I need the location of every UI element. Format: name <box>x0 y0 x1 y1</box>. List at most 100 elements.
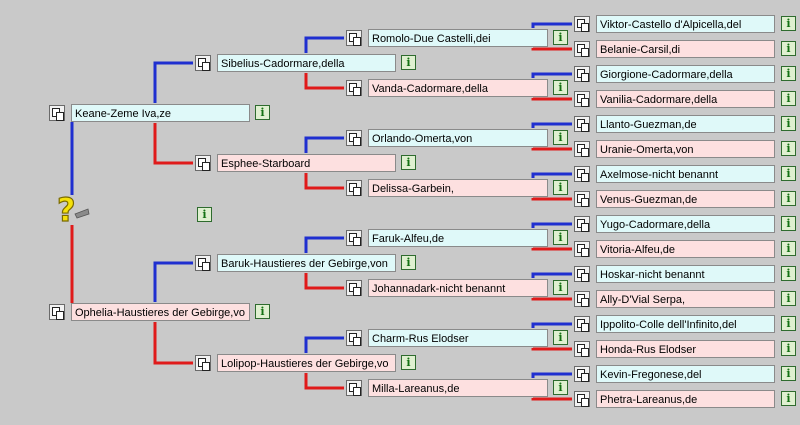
info-icon[interactable]: i <box>781 341 796 356</box>
info-icon[interactable]: i <box>401 155 416 170</box>
pedigree-icon[interactable] <box>574 141 590 157</box>
info-icon[interactable]: i <box>553 30 568 45</box>
ancestor-name-vanilia-cadormare-della[interactable]: Vanilia-Cadormare,della <box>596 90 775 108</box>
info-icon[interactable]: i <box>255 105 270 120</box>
ancestor-name-hoskar-nicht-benannt[interactable]: Hoskar-nicht benannt <box>596 265 775 283</box>
pedigree-icon[interactable] <box>346 280 362 296</box>
ancestor-node-g2-3: Baruk-Haustieres der Gebirge,von i <box>195 254 417 272</box>
ancestor-name-orlando-omerta-von[interactable]: Orlando-Omerta,von <box>368 129 548 147</box>
info-icon[interactable]: i <box>401 255 416 270</box>
ancestor-name-yugo-cadormare-della[interactable]: Yugo-Cadormare,della <box>596 215 775 233</box>
info-icon[interactable]: i <box>401 355 416 370</box>
ancestor-name-llanto-guezman-de[interactable]: Llanto-Guezman,de <box>596 115 775 133</box>
info-icon[interactable]: i <box>781 391 796 406</box>
ancestor-name-vitoria-alfeu-de[interactable]: Vitoria-Alfeu,de <box>596 240 775 258</box>
info-icon[interactable]: i <box>781 91 796 106</box>
info-icon[interactable]: i <box>781 66 796 81</box>
info-icon[interactable]: i <box>553 180 568 195</box>
ancestor-node-g4-6: Uranie-Omerta,von i <box>574 140 797 158</box>
info-icon[interactable]: i <box>781 316 796 331</box>
pedigree-icon[interactable] <box>574 16 590 32</box>
ancestor-name-axelmose-nicht-benannt[interactable]: Axelmose-nicht benannt <box>596 165 775 183</box>
pedigree-icon[interactable] <box>574 291 590 307</box>
pedigree-icon[interactable] <box>574 116 590 132</box>
ancestor-name-sibelius-cadormare-della[interactable]: Sibelius-Cadormare,della <box>217 54 396 72</box>
pedigree-icon[interactable] <box>574 241 590 257</box>
ancestor-name-vanda-cadormare-della[interactable]: Vanda-Cadormare,della <box>368 79 548 97</box>
info-icon[interactable]: i <box>781 291 796 306</box>
ancestor-name-kevin-fregonese-del[interactable]: Kevin-Fregonese,del <box>596 365 775 383</box>
ancestor-name-ally-d-vial-serpa[interactable]: Ally-D'Vial Serpa, <box>596 290 775 308</box>
pedigree-icon[interactable] <box>574 41 590 57</box>
pedigree-icon[interactable] <box>346 330 362 346</box>
pedigree-icon[interactable] <box>574 366 590 382</box>
sire-connector <box>153 61 193 103</box>
sire-connector <box>531 172 572 178</box>
ancestor-node-g4-5: Llanto-Guezman,de i <box>574 115 797 133</box>
info-icon[interactable]: i <box>255 304 270 319</box>
pedigree-icon[interactable] <box>346 180 362 196</box>
ancestor-name-ippolito-colle-dell-infinito-del[interactable]: Ippolito-Colle dell'Infinito,del <box>596 315 775 333</box>
ancestor-name-viktor-castello-d-alpicella-del[interactable]: Viktor-Castello d'Alpicella,del <box>596 15 775 33</box>
pedigree-icon[interactable] <box>195 355 211 371</box>
pedigree-icon[interactable] <box>574 391 590 407</box>
info-icon[interactable]: i <box>781 41 796 56</box>
pedigree-icon[interactable] <box>574 191 590 207</box>
ancestor-name-phetra-lareanus-de[interactable]: Phetra-Lareanus,de <box>596 390 775 408</box>
pedigree-icon[interactable] <box>346 380 362 396</box>
pedigree-icon[interactable] <box>574 341 590 357</box>
sire-connector <box>531 222 572 228</box>
pedigree-icon[interactable] <box>574 216 590 232</box>
info-icon[interactable]: i <box>781 166 796 181</box>
info-icon[interactable]: i <box>197 207 212 222</box>
pedigree-icon[interactable] <box>574 91 590 107</box>
pedigree-icon[interactable] <box>346 80 362 96</box>
pedigree-icon[interactable] <box>49 304 65 320</box>
info-icon[interactable]: i <box>781 116 796 131</box>
ancestor-name-ophelia-haustieres-der-gebirge-vo[interactable]: Ophelia-Haustieres der Gebirge,vo <box>71 303 250 321</box>
ancestor-name-giorgione-cadormare-della[interactable]: Giorgione-Cadormare,della <box>596 65 775 83</box>
ancestor-name-venus-guezman-de[interactable]: Venus-Guezman,de <box>596 190 775 208</box>
ancestor-name-faruk-alfeu-de[interactable]: Faruk-Alfeu,de <box>368 229 548 247</box>
ancestor-name-esphee-starboard[interactable]: Esphee-Starboard <box>217 154 396 172</box>
ancestor-node-g3-7: Charm-Rus Elodser i <box>346 329 569 347</box>
ancestor-name-romolo-due-castelli-dei[interactable]: Romolo-Due Castelli,dei <box>368 29 548 47</box>
pedigree-icon[interactable] <box>195 55 211 71</box>
ancestor-node-g4-2: Belanie-Carsil,di i <box>574 40 797 58</box>
ancestor-name-keane-zeme-iva-ze[interactable]: Keane-Zeme Iva,ze <box>71 104 250 122</box>
pedigree-icon[interactable] <box>574 166 590 182</box>
ancestor-name-charm-rus-elodser[interactable]: Charm-Rus Elodser <box>368 329 548 347</box>
ancestor-name-honda-rus-elodser[interactable]: Honda-Rus Elodser <box>596 340 775 358</box>
ancestor-name-lolipop-haustieres-der-gebirge-vo[interactable]: Lolipop-Haustieres der Gebirge,vo <box>217 354 396 372</box>
info-icon[interactable]: i <box>781 366 796 381</box>
ancestor-name-delissa-garbein[interactable]: Delissa-Garbein, <box>368 179 548 197</box>
pedigree-icon[interactable] <box>346 230 362 246</box>
info-icon[interactable]: i <box>553 80 568 95</box>
pedigree-icon[interactable] <box>346 30 362 46</box>
pedigree-icon[interactable] <box>574 266 590 282</box>
info-icon[interactable]: i <box>781 141 796 156</box>
info-icon[interactable]: i <box>781 16 796 31</box>
pedigree-icon[interactable] <box>195 255 211 271</box>
ancestor-name-belanie-carsil-di[interactable]: Belanie-Carsil,di <box>596 40 775 58</box>
info-icon[interactable]: i <box>781 191 796 206</box>
info-icon[interactable]: i <box>553 230 568 245</box>
info-icon[interactable]: i <box>553 280 568 295</box>
ancestor-name-johannadark-nicht-benannt[interactable]: Johannadark-nicht benannt <box>368 279 548 297</box>
info-icon[interactable]: i <box>781 241 796 256</box>
info-icon[interactable]: i <box>553 330 568 345</box>
pedigree-icon[interactable] <box>195 155 211 171</box>
pedigree-icon[interactable] <box>49 105 65 121</box>
info-icon[interactable]: i <box>553 380 568 395</box>
pedigree-icon[interactable] <box>346 130 362 146</box>
question-mark-icon[interactable]: ? <box>55 190 91 230</box>
pedigree-icon[interactable] <box>574 66 590 82</box>
info-icon[interactable]: i <box>553 130 568 145</box>
info-icon[interactable]: i <box>781 216 796 231</box>
info-icon[interactable]: i <box>781 266 796 281</box>
ancestor-name-baruk-haustieres-der-gebirge-von[interactable]: Baruk-Haustieres der Gebirge,von <box>217 254 396 272</box>
info-icon[interactable]: i <box>401 55 416 70</box>
pedigree-icon[interactable] <box>574 316 590 332</box>
ancestor-name-uranie-omerta-von[interactable]: Uranie-Omerta,von <box>596 140 775 158</box>
ancestor-name-milla-lareanus-de[interactable]: Milla-Lareanus,de <box>368 379 548 397</box>
